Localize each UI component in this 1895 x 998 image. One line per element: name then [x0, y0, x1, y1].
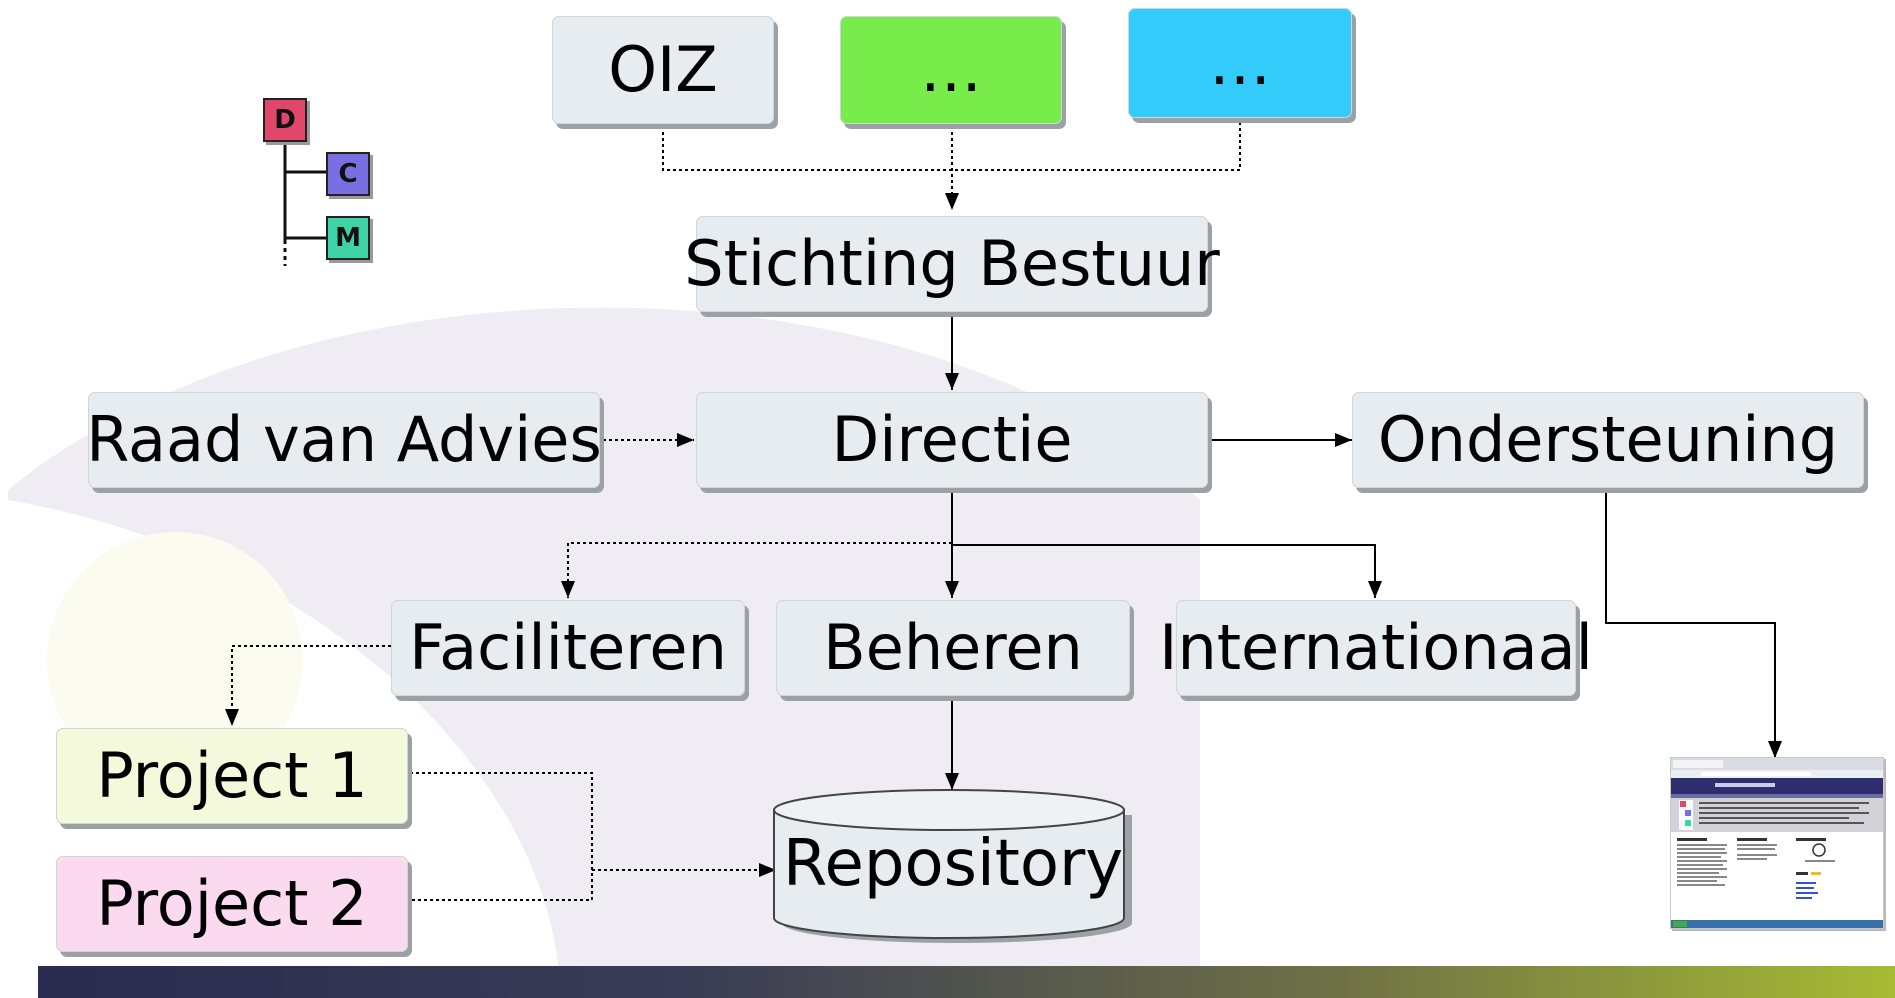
footer-gradient-bar	[38, 966, 1895, 998]
node-directie: Directie	[696, 392, 1208, 488]
node-faciliteren: Faciliteren	[391, 600, 745, 696]
logo-m-block: M	[326, 216, 370, 260]
node-green-placeholder: …	[840, 16, 1062, 124]
node-oiz: OIZ	[552, 16, 774, 124]
dcm-logo: D C M	[258, 94, 380, 272]
repository-label: Repository	[782, 827, 1124, 901]
website-thumbnail-image	[1671, 758, 1883, 928]
logo-connectors	[283, 142, 328, 269]
node-project-2: Project 2	[56, 856, 408, 952]
node-stichting-bestuur: Stichting Bestuur	[684, 216, 1220, 312]
node-cyan-placeholder: …	[1128, 8, 1352, 118]
repository-cylinder	[773, 789, 1132, 943]
logo-d-block: D	[263, 98, 307, 142]
node-beheren: Beheren	[776, 600, 1130, 696]
node-repository: Repository	[772, 788, 1134, 948]
node-ondersteuning: Ondersteuning	[1352, 392, 1864, 488]
node-internationaal: Internationaal	[1159, 600, 1593, 696]
node-project-1: Project 1	[56, 728, 408, 824]
node-raad-van-advies: Raad van Advies	[86, 392, 602, 488]
logo-c-block: C	[326, 152, 370, 196]
website-thumbnail	[1670, 757, 1884, 929]
